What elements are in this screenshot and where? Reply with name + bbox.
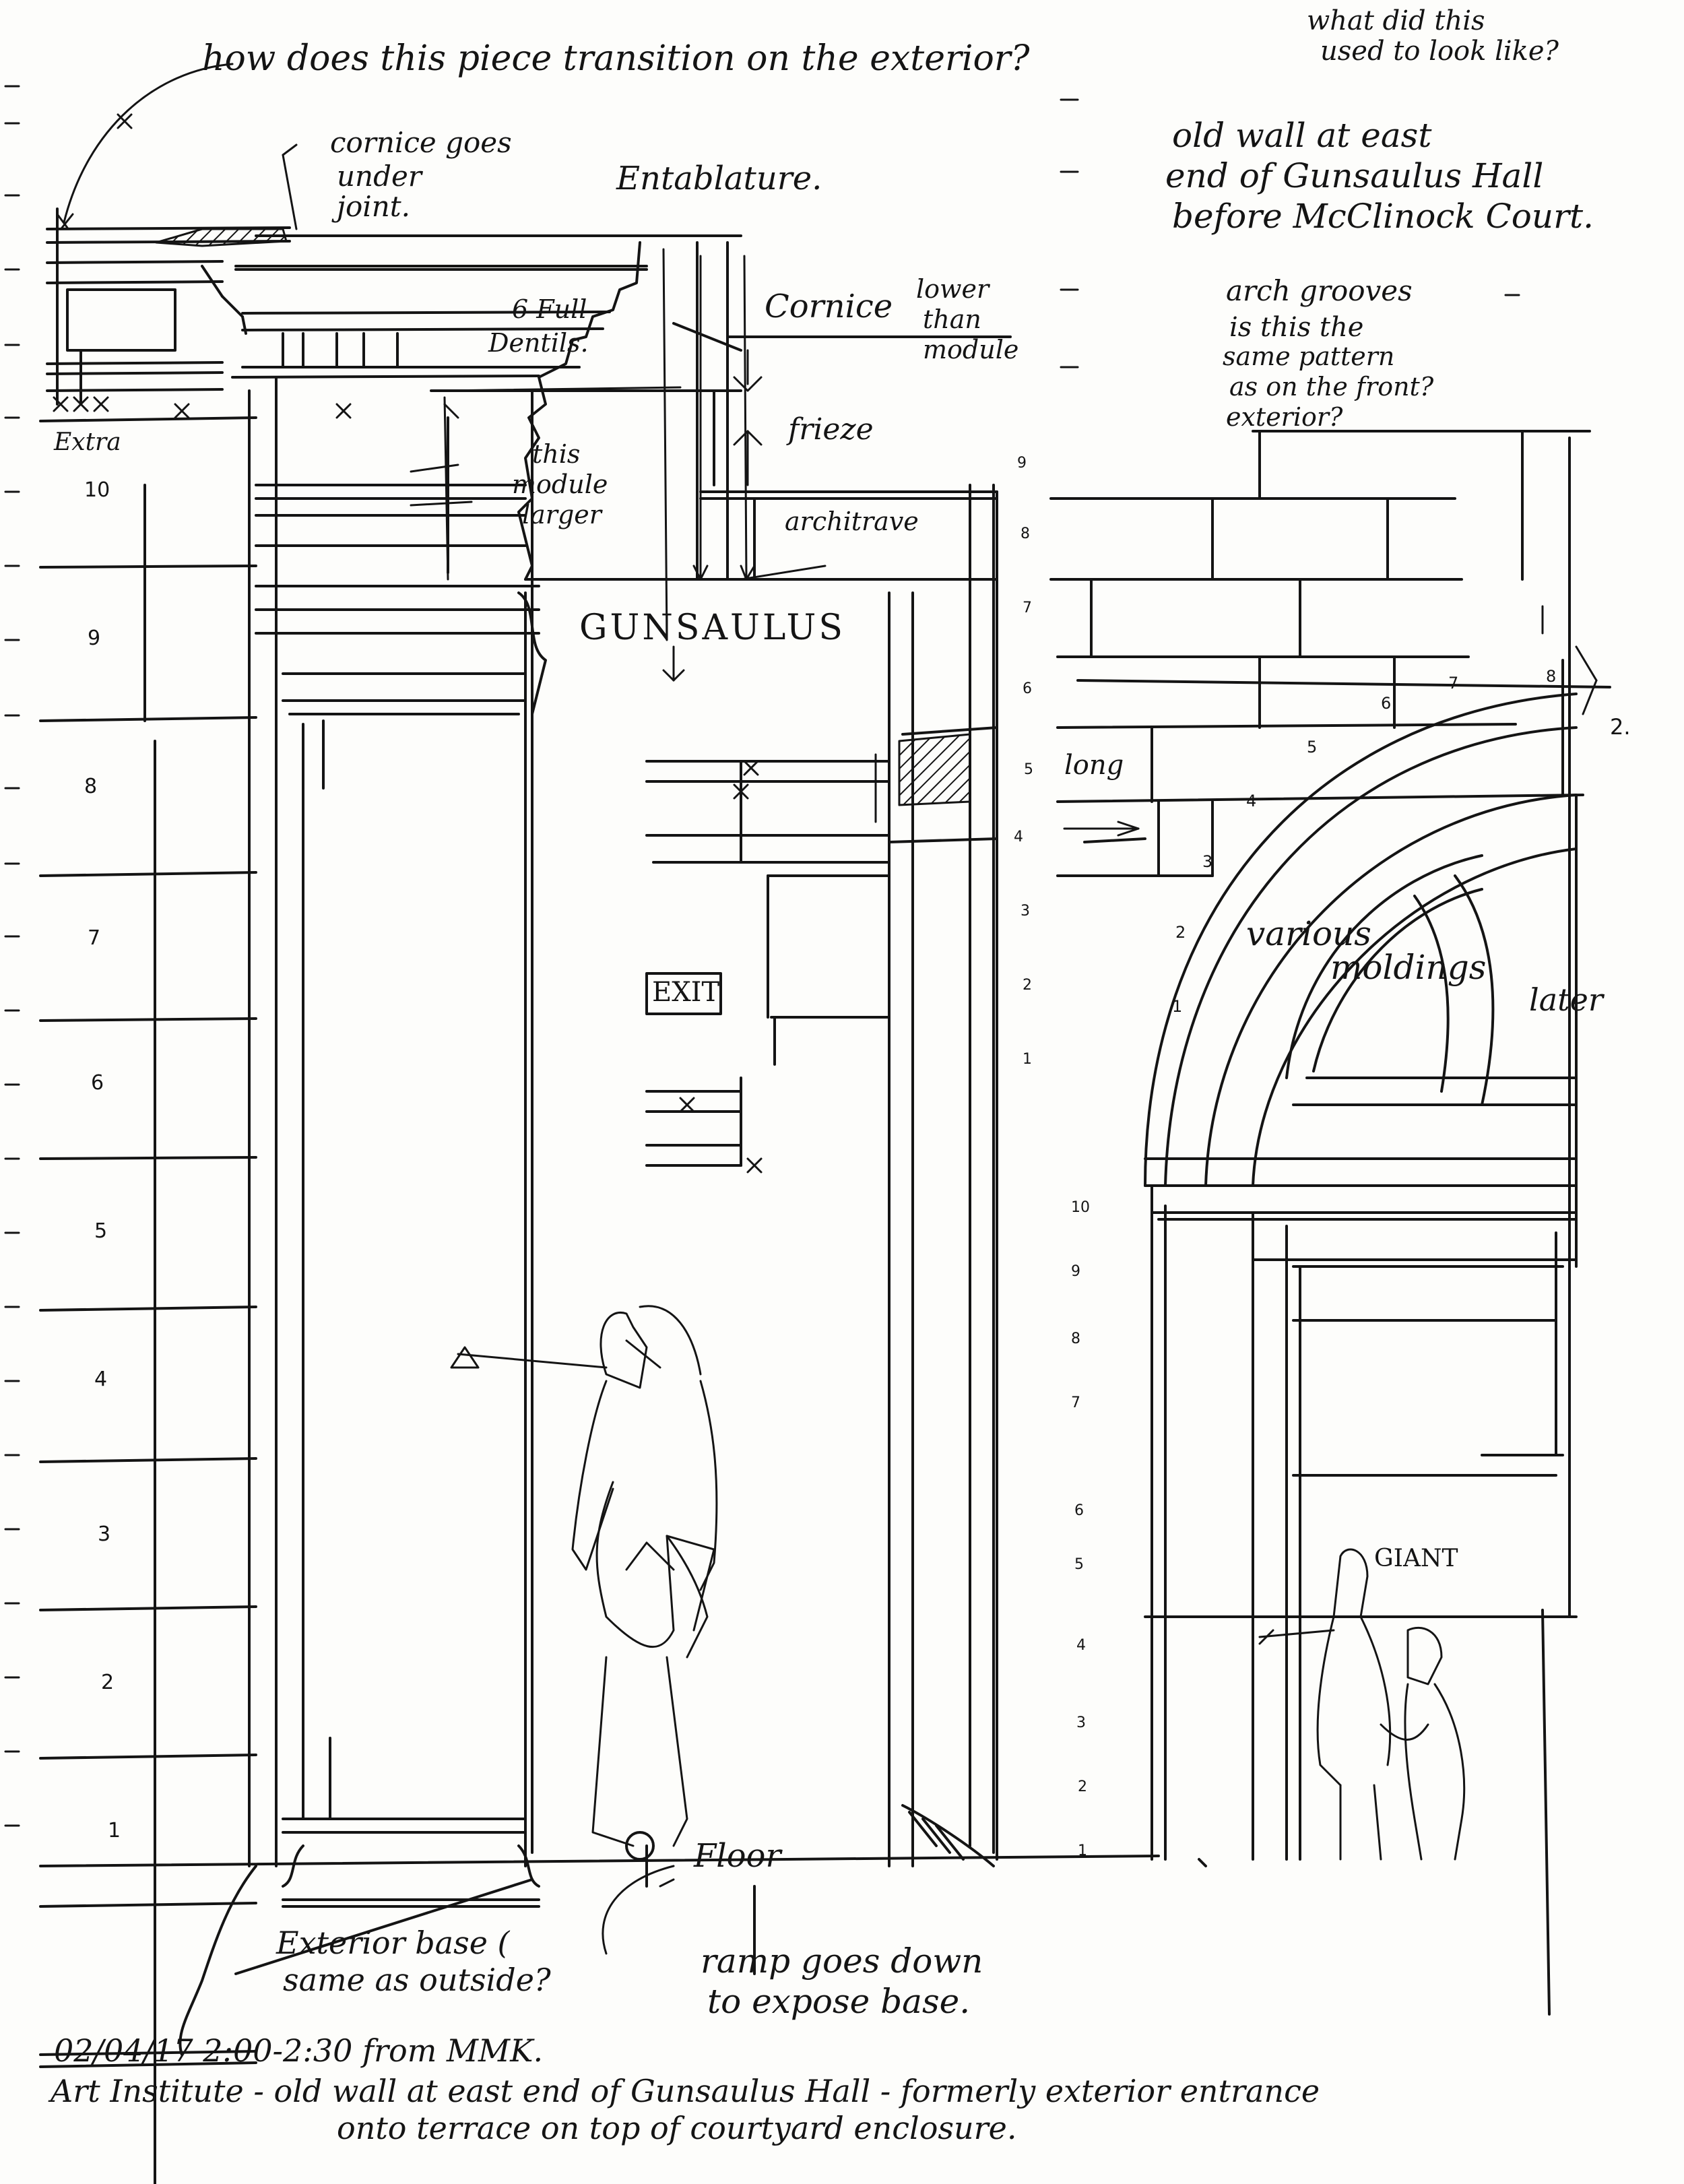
note-transition-question: how does this piece transition on the ex… bbox=[202, 38, 1030, 79]
note-arch-3: same pattern bbox=[1223, 342, 1395, 371]
jamb-scale-9: 9 bbox=[1071, 1263, 1080, 1280]
note-lower-2: than bbox=[923, 304, 981, 334]
left-scale-9: 9 bbox=[88, 627, 101, 650]
note-exterior-base-1: Exterior base ( bbox=[276, 1925, 510, 1961]
left-scale-4: 4 bbox=[94, 1368, 108, 1391]
caption-title: Art Institute - old wall at east end of … bbox=[51, 2073, 1320, 2109]
figure-center bbox=[571, 1305, 718, 1847]
note-lower-1: lower bbox=[916, 274, 990, 304]
note-arch-4: as on the front? bbox=[1229, 372, 1434, 402]
exit-sign bbox=[645, 972, 722, 1015]
note-cornice-under-2: under bbox=[337, 160, 422, 193]
note-arch-1: arch grooves bbox=[1226, 274, 1413, 307]
note-dentils-2: Dentils. bbox=[488, 328, 589, 358]
note-architrave: architrave bbox=[785, 507, 919, 536]
left-scale-3: 3 bbox=[98, 1522, 111, 1546]
arch-scale-8: 8 bbox=[1546, 667, 1557, 686]
note-old-wall-2: end of Gunsaulus Hall bbox=[1165, 156, 1544, 195]
left-scale-10: 10 bbox=[84, 478, 110, 502]
transition-leader bbox=[56, 63, 234, 229]
arch-scale-3: 3 bbox=[1202, 852, 1213, 871]
note-module-1: this bbox=[532, 439, 581, 469]
jamb-scale-7: 7 bbox=[1071, 1394, 1080, 1411]
note-used-to: used to look like? bbox=[1320, 36, 1559, 67]
mid-scale-6: 6 bbox=[1023, 680, 1032, 697]
mid-scale-9: 9 bbox=[1017, 455, 1027, 472]
note-frieze: frieze bbox=[788, 412, 874, 447]
jamb-scale-5: 5 bbox=[1074, 1556, 1084, 1573]
arch-scale-7: 7 bbox=[1448, 674, 1459, 693]
left-scale-5: 5 bbox=[94, 1219, 108, 1243]
note-arch-2: is this the bbox=[1229, 312, 1364, 343]
arch-scale-6: 6 bbox=[1381, 694, 1392, 713]
note-long: long bbox=[1064, 750, 1124, 781]
note-cornice: Cornice bbox=[765, 288, 893, 325]
margin-ticks bbox=[4, 85, 20, 1827]
note-old-wall-3: before McClinock Court. bbox=[1172, 197, 1594, 236]
note-extra: Extra bbox=[54, 428, 121, 456]
central-wall bbox=[524, 591, 998, 1867]
mid-scale-4: 4 bbox=[1014, 829, 1023, 845]
mid-scale-8: 8 bbox=[1021, 525, 1030, 542]
note-dentils-1: 6 Full bbox=[512, 294, 587, 324]
left-scale-2: 2 bbox=[101, 1671, 115, 1694]
mid-scale-3: 3 bbox=[1021, 903, 1030, 920]
right-mark: 2. bbox=[1610, 714, 1631, 740]
caption-subtitle: onto terrace on top of courtyard enclosu… bbox=[337, 2110, 1017, 2146]
jamb-scale-4: 4 bbox=[1076, 1637, 1086, 1654]
left-scale-1: 1 bbox=[108, 1819, 121, 1842]
note-old-wall-1: old wall at east bbox=[1172, 116, 1432, 155]
right-wall bbox=[1049, 430, 1611, 2016]
caption-date: 02/04/17 2:00-2:30 from MMK. bbox=[54, 2032, 544, 2069]
mid-scale-1: 1 bbox=[1023, 1051, 1032, 1068]
left-scale-8: 8 bbox=[84, 775, 98, 798]
left-scale-6: 6 bbox=[91, 1071, 104, 1095]
architrave-lines bbox=[410, 386, 1140, 837]
pilaster bbox=[231, 265, 648, 1908]
note-various-3: later bbox=[1529, 982, 1603, 1018]
mid-scale-2: 2 bbox=[1023, 977, 1032, 994]
note-module-3: larger bbox=[522, 500, 602, 529]
arch-scale-4: 4 bbox=[1246, 792, 1257, 810]
cross-marks bbox=[53, 113, 763, 1174]
note-arch-5: exterior? bbox=[1226, 402, 1343, 432]
ground-line bbox=[39, 1831, 1207, 2056]
figure-giant bbox=[1258, 1548, 1466, 1861]
note-cornice-under-1: cornice goes bbox=[330, 126, 512, 159]
left-entablature bbox=[46, 207, 291, 406]
jamb-scale-6: 6 bbox=[1074, 1502, 1084, 1519]
note-lower-3: module bbox=[923, 335, 1019, 364]
note-gunsaulus: GUNSAULUS bbox=[579, 608, 845, 648]
left-scale-7: 7 bbox=[88, 926, 101, 950]
note-various-1: various bbox=[1246, 914, 1371, 953]
note-ramp-2: to expose base. bbox=[707, 1982, 971, 2021]
note-what-did: what did this bbox=[1307, 5, 1485, 36]
arch-scale-5: 5 bbox=[1307, 738, 1318, 757]
note-floor: Floor bbox=[694, 1837, 781, 1875]
jamb-scale-1: 1 bbox=[1078, 1842, 1087, 1859]
arch-scale-2: 2 bbox=[1175, 923, 1186, 942]
jamb-scale-2: 2 bbox=[1078, 1778, 1087, 1795]
jamb-scale-10: 10 bbox=[1071, 1199, 1090, 1216]
left-wall-courses bbox=[39, 349, 257, 2184]
dimension-arrows bbox=[282, 143, 827, 1955]
main-entablature bbox=[255, 234, 1012, 1861]
note-various-2: moldings bbox=[1330, 948, 1487, 987]
mid-scale-5: 5 bbox=[1024, 761, 1033, 778]
right-margin-dashes bbox=[1060, 98, 1598, 715]
note-module-2: module bbox=[512, 470, 608, 499]
note-entablature: Entablature. bbox=[616, 160, 822, 197]
mid-scale-7: 7 bbox=[1023, 600, 1032, 616]
note-cornice-under-3: joint. bbox=[337, 190, 411, 223]
note-exterior-base-2: same as outside? bbox=[283, 1962, 551, 1998]
exit-sign-text: EXIT bbox=[652, 977, 720, 1008]
note-ramp-1: ramp goes down bbox=[701, 1941, 983, 1981]
note-giant: GIANT bbox=[1374, 1545, 1458, 1572]
jamb-scale-8: 8 bbox=[1071, 1330, 1080, 1347]
arch-scale-1: 1 bbox=[1172, 997, 1183, 1016]
jamb-scale-3: 3 bbox=[1076, 1714, 1086, 1731]
